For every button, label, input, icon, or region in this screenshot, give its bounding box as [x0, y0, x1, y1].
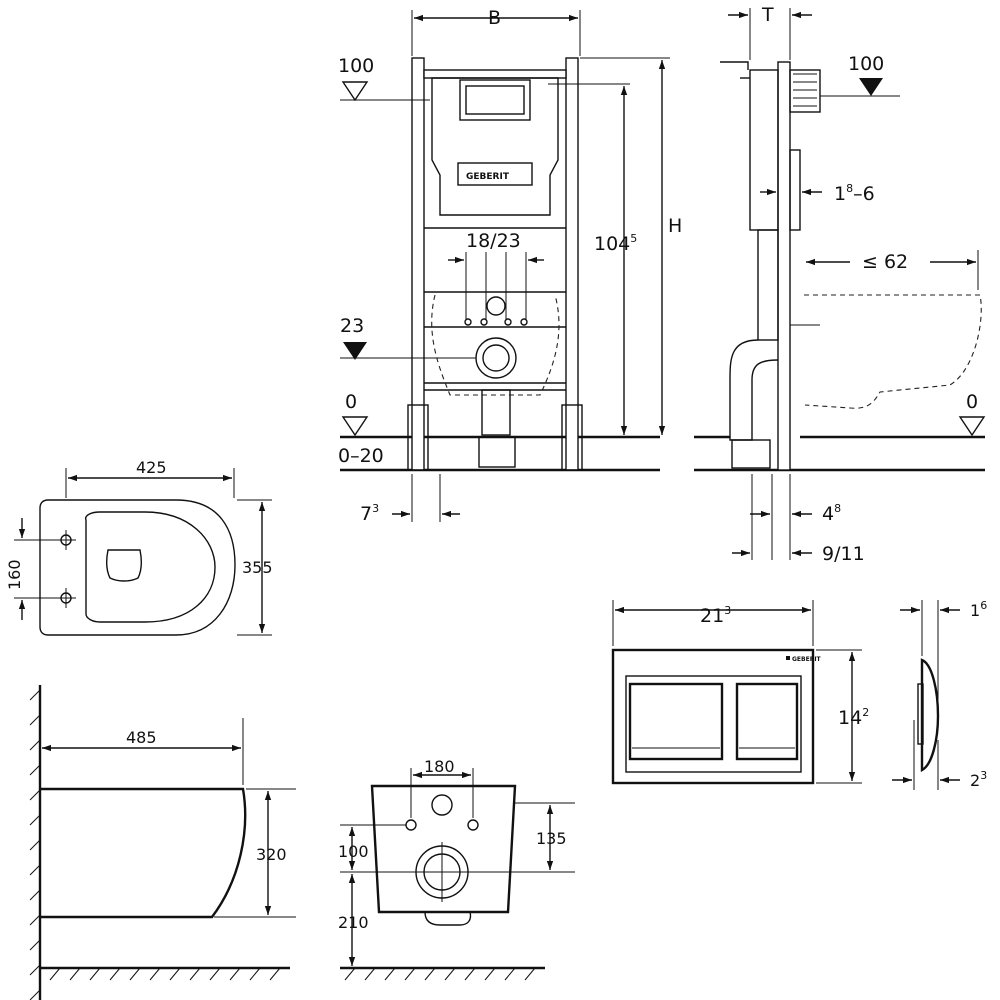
dim-4-8: 48: [822, 502, 841, 525]
brand-label: GEBERIT: [466, 172, 510, 182]
dim-width-b: B: [488, 7, 501, 29]
dim-355: 355: [242, 558, 273, 577]
dim-180: 180: [424, 757, 455, 776]
flush-plate-front: GEBERIT 213 142: [611, 600, 869, 785]
plate-brand-label: GEBERIT: [792, 656, 822, 663]
bowl-back-view: 180 135 100 210: [338, 757, 575, 981]
bowl-side-view: 485 320: [29, 685, 296, 1000]
flush-plate-side: 16 23: [892, 599, 987, 790]
dim-1-6: 16: [970, 599, 987, 620]
dim-104-5: 1045: [594, 232, 637, 255]
dim-425: 425: [136, 458, 167, 477]
dim-320: 320: [256, 845, 287, 864]
dim-160: 160: [5, 559, 24, 590]
dim-210: 210: [338, 913, 369, 932]
dim-2-3: 23: [970, 769, 987, 790]
bowl-top-view: 425 355 160: [5, 458, 273, 636]
dim-21-3: 213: [700, 604, 731, 627]
dim-9-11: 9/11: [822, 543, 865, 565]
dim-1-8-6: 18–6: [834, 182, 875, 205]
dim-height-h: H: [668, 215, 682, 237]
frame-side-view: T 100 18–6 ≤ 62 0 48 9/11: [694, 4, 986, 565]
range-0-20: 0–20: [338, 445, 384, 467]
level-0-front: 0: [345, 391, 357, 413]
dim-485: 485: [126, 728, 157, 747]
dim-14-2: 142: [838, 706, 869, 729]
level-23: 23: [340, 315, 364, 337]
dim-135: 135: [536, 829, 567, 848]
dim-18-23: 18/23: [466, 230, 521, 252]
dim-100: 100: [338, 842, 369, 861]
dim-depth-t: T: [761, 4, 774, 26]
level-100-front: 100: [338, 55, 374, 77]
level-100-side: 100: [848, 53, 884, 75]
frame-front-view: GEBERIT B 100 1045: [338, 7, 682, 525]
dim-7-3: 73: [360, 502, 379, 525]
level-0-side: 0: [966, 391, 978, 413]
dim-max-62: ≤ 62: [862, 251, 908, 273]
